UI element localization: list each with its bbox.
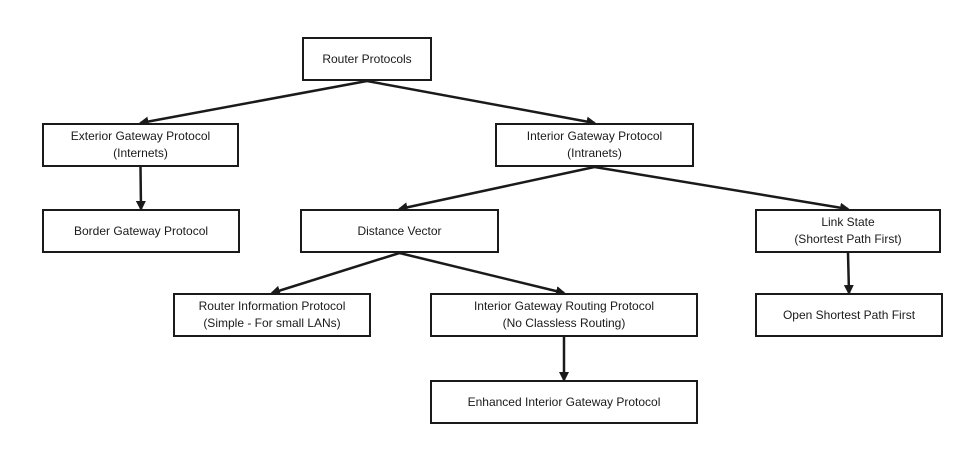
node-label-line: (No Classless Routing) xyxy=(502,316,626,330)
arrow-link_state-to-ospf xyxy=(843,252,854,295)
arrow-router_protocols-to-egp xyxy=(138,79,368,127)
node-open-shortest-path-first: Open Shortest Path First xyxy=(755,293,943,337)
node-distance-vector: Distance Vector xyxy=(300,209,499,253)
node-label-line: Distance Vector xyxy=(357,223,442,238)
node-label-line: (Simple - For small LANs) xyxy=(203,316,341,330)
node-enhanced-interior-gateway-protocol: Enhanced Interior Gateway Protocol xyxy=(430,380,698,424)
node-link-state: Link State (Shortest Path First) xyxy=(755,209,941,253)
node-label-line: Interior Gateway Routing Protocol xyxy=(473,299,655,313)
node-label-line: Link State xyxy=(821,215,875,229)
node-border-gateway-protocol: Border Gateway Protocol xyxy=(42,209,240,253)
node-label-line: Interior Gateway Protocol xyxy=(526,129,663,143)
node-router-protocols: Router Protocols xyxy=(302,37,432,81)
node-interior-gateway-protocol: Interior Gateway Protocol (Intranets) xyxy=(495,123,694,167)
node-label-line: Open Shortest Path First xyxy=(782,307,916,322)
node-exterior-gateway-protocol: Exterior Gateway Protocol (Internets) xyxy=(42,123,239,167)
arrow-igp-to-link_state xyxy=(594,165,850,213)
node-label-line: (Intranets) xyxy=(567,146,622,160)
node-label-line: Exterior Gateway Protocol xyxy=(70,129,211,143)
node-label-line: Enhanced Interior Gateway Protocol xyxy=(467,394,661,409)
node-label-line: Router Protocols xyxy=(322,51,412,66)
node-label-line: (Internets) xyxy=(113,146,168,160)
arrow-distance_vector-to-igrp xyxy=(399,251,566,296)
arrow-igp-to-distance_vector xyxy=(397,165,595,213)
node-router-information-protocol: Router Information Protocol (Simple - Fo… xyxy=(173,293,371,337)
node-label-line: Border Gateway Protocol xyxy=(73,223,209,238)
node-interior-gateway-routing-protocol: Interior Gateway Routing Protocol (No Cl… xyxy=(430,293,698,337)
node-label-line: (Shortest Path First) xyxy=(794,232,902,246)
node-label-line: Router Information Protocol xyxy=(198,299,346,313)
arrow-distance_vector-to-rip xyxy=(270,251,400,296)
arrow-router_protocols-to-igp xyxy=(366,79,597,127)
arrow-egp-to-bgp xyxy=(135,166,146,211)
